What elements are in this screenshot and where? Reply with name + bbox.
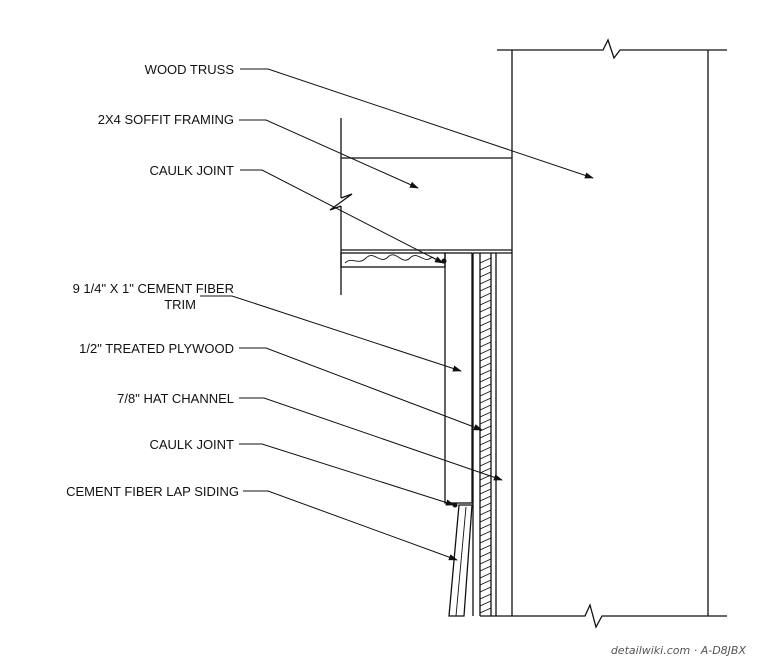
hatch-stroke — [479, 278, 492, 285]
label-caulk-joint-bottom: CAULK JOINT — [149, 437, 234, 452]
hatch-stroke — [479, 530, 492, 537]
wood-truss — [480, 38, 727, 629]
hatch-stroke — [479, 586, 492, 593]
hatch-stroke — [479, 439, 492, 446]
hatch-stroke — [479, 320, 492, 327]
hatch-stroke — [479, 257, 492, 264]
hatch-stroke — [479, 453, 492, 460]
hatch-stroke — [479, 411, 492, 418]
hatch-stroke — [479, 509, 492, 516]
hatch-stroke — [479, 404, 492, 411]
cement-fiber-trim — [444, 252, 473, 504]
hatch-stroke — [479, 544, 492, 551]
hatch-stroke — [479, 369, 492, 376]
hatch-stroke — [479, 572, 492, 579]
plywood-hatch — [479, 257, 492, 614]
label-treated-plywood: 1/2" TREATED PLYWOOD — [79, 341, 234, 356]
hatch-stroke — [479, 607, 492, 614]
hatch-stroke — [479, 502, 492, 509]
hatch-stroke — [479, 551, 492, 558]
hatch-stroke — [479, 418, 492, 425]
hatch-stroke — [479, 495, 492, 502]
hatch-stroke — [479, 362, 492, 369]
hatch-stroke — [479, 348, 492, 355]
cement-fiber-lap-siding — [448, 504, 473, 617]
label-lap-siding: CEMENT FIBER LAP SIDING — [66, 484, 239, 499]
hatch-stroke — [479, 565, 492, 572]
label-trim-line2: TRIM — [164, 297, 196, 312]
hatch-stroke — [479, 432, 492, 439]
hatch-stroke — [479, 299, 492, 306]
hatch-stroke — [479, 600, 492, 607]
label-trim-line1: 9 1/4" X 1" CEMENT FIBER — [73, 281, 234, 296]
credit-watermark: detailwiki.com · A-D8JBX — [611, 644, 747, 657]
label-hat-channel: 7/8" HAT CHANNEL — [117, 391, 234, 406]
plywood-and-hat-channel — [472, 252, 512, 616]
hatch-stroke — [479, 481, 492, 488]
soffit-framing — [329, 118, 512, 295]
hatch-stroke — [479, 516, 492, 523]
hatch-stroke — [479, 383, 492, 390]
hatch-stroke — [479, 334, 492, 341]
hatch-stroke — [479, 327, 492, 334]
hatch-stroke — [479, 446, 492, 453]
hatch-stroke — [479, 558, 492, 565]
hatch-stroke — [479, 376, 492, 383]
hatch-stroke — [479, 306, 492, 313]
hatch-stroke — [479, 593, 492, 600]
hatch-stroke — [479, 397, 492, 404]
hatch-stroke — [479, 390, 492, 397]
soffit-panel — [340, 252, 446, 268]
hatch-stroke — [479, 460, 492, 467]
hatch-stroke — [479, 285, 492, 292]
hatch-stroke — [479, 313, 492, 320]
hatch-stroke — [479, 523, 492, 530]
hatch-stroke — [479, 292, 492, 299]
hatch-stroke — [479, 341, 492, 348]
hatch-stroke — [479, 264, 492, 271]
leader-lines — [200, 68, 594, 561]
hatch-stroke — [479, 355, 492, 362]
hatch-stroke — [479, 467, 492, 474]
hatch-stroke — [479, 488, 492, 495]
hatch-stroke — [479, 579, 492, 586]
hatch-stroke — [479, 537, 492, 544]
label-soffit-framing: 2X4 SOFFIT FRAMING — [98, 112, 234, 127]
label-caulk-joint-top: CAULK JOINT — [149, 163, 234, 178]
label-wood-truss: WOOD TRUSS — [145, 62, 235, 77]
hatch-stroke — [479, 271, 492, 278]
